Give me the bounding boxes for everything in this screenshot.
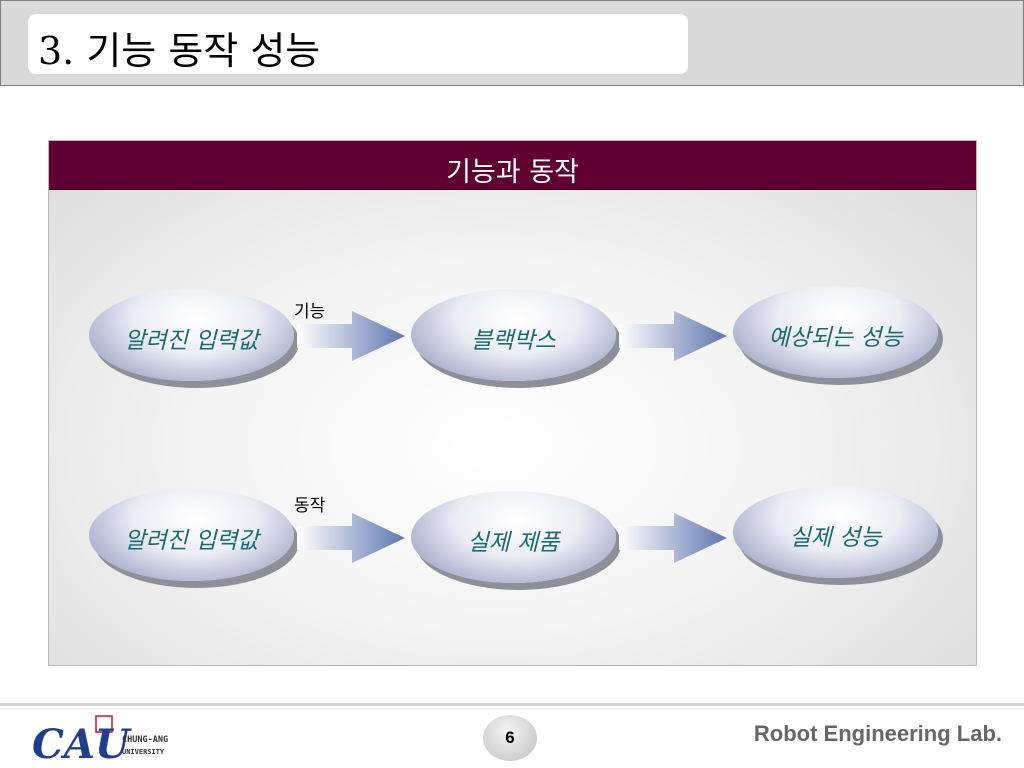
arrow-right-icon [297,311,405,361]
svg-text:UNIVERSITY: UNIVERSITY [122,748,165,756]
node-label: 실제 성능 [789,525,882,551]
footer-divider-thin [0,708,1024,709]
svg-text:CHUNG-ANG: CHUNG-ANG [122,735,168,745]
panel-title: 기능과 동작 [446,157,579,188]
node-expected-performance: 예상되는 성능 [733,286,938,378]
node-known-input-1: 알려진 입력값 [89,289,294,381]
page-number: 6 [483,715,537,761]
node-label: 실제 제품 [467,530,560,556]
node-actual-product: 실제 제품 [411,491,616,583]
node-label: 알려진 입력값 [124,328,259,354]
arrow-right-icon [297,513,405,563]
node-known-input-2: 알려진 입력값 [89,489,294,581]
panel-header: 기능과 동작 [49,141,976,190]
node-label: 예상되는 성능 [768,325,903,351]
arrow-right-icon [619,311,727,361]
lab-name: Robot Engineering Lab. [753,721,1002,746]
function-label: 기능 [294,302,326,322]
svg-text:CAU: CAU [32,721,132,764]
node-label: 블랙박스 [471,328,556,354]
page-title: 3. 기능 동작 성능 [38,29,321,73]
node-label: 알려진 입력값 [124,528,259,554]
operation-label: 동작 [294,496,326,516]
footer-divider [0,703,1024,706]
diagram-panel: 기능과 동작 알려진 입력값 기능 블랙박스 예상되는 성능 알려진 입력값 동… [48,140,977,666]
title-box: 3. 기능 동작 성능 [28,14,688,74]
title-band: 3. 기능 동작 성능 [0,0,1024,86]
node-actual-performance: 실제 성능 [733,486,938,578]
node-black-box: 블랙박스 [411,289,616,381]
cau-logo-icon: CAU CHUNG-ANG UNIVERSITY [32,715,168,764]
arrow-right-icon [619,513,727,563]
